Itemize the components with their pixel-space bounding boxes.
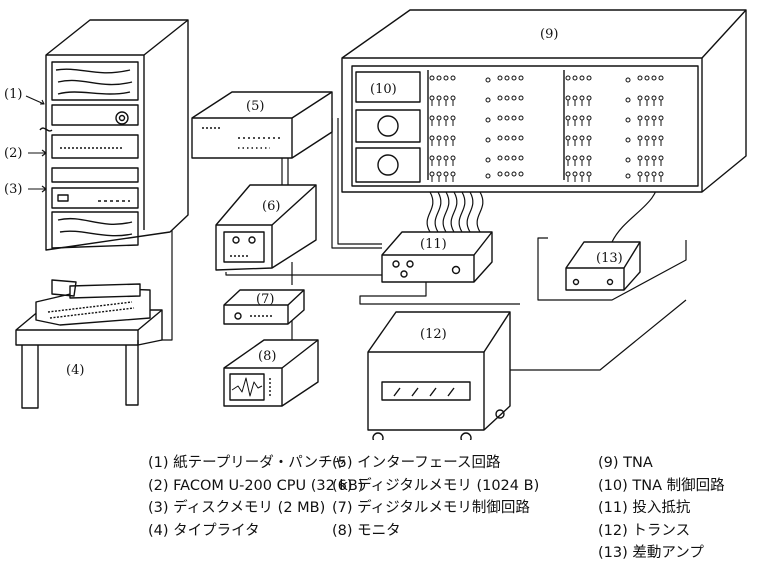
callout-5: (5) xyxy=(246,99,264,114)
legend-item-7: (7) ディジタルメモリ制御回路 xyxy=(332,497,539,520)
callout-4: (4) xyxy=(66,363,84,378)
callout-7: (7) xyxy=(256,292,274,307)
callout-12: (12) xyxy=(420,327,447,342)
digital-memory-box xyxy=(216,185,316,270)
legend-item-12: (12) トランス xyxy=(598,520,725,543)
callout-2: (2) xyxy=(4,146,22,161)
callout-8: (8) xyxy=(258,349,276,364)
differential-amplifier-box xyxy=(566,242,640,290)
legend-item-8: (8) モニタ xyxy=(332,520,539,543)
callout-6: (6) xyxy=(262,199,280,214)
legend-item-6: (6) ディジタルメモリ (1024 B) xyxy=(332,475,539,498)
callout-13: (13) xyxy=(596,251,623,266)
legend-item-10: (10) TNA 制御回路 xyxy=(598,475,725,498)
typewriter-desk xyxy=(16,280,162,408)
callout-10: (10) xyxy=(370,82,397,97)
legend-column-2: (5) インターフェース回路 (6) ディジタルメモリ (1024 B) (7)… xyxy=(332,452,539,542)
computer-cabinet xyxy=(40,20,188,250)
legend-item-13: (13) 差動アンプ xyxy=(598,542,725,565)
legend-item-9: (9) TNA xyxy=(598,452,725,475)
callout-9: (9) xyxy=(540,27,558,42)
callout-11: (11) xyxy=(420,237,447,252)
legend-item-5: (5) インターフェース回路 xyxy=(332,452,539,475)
callout-3: (3) xyxy=(4,182,22,197)
legend-item-11: (11) 投入抵抗 xyxy=(598,497,725,520)
callout-1: (1) xyxy=(4,87,22,102)
legend-column-3: (9) TNA (10) TNA 制御回路 (11) 投入抵抗 (12) トラン… xyxy=(598,452,725,565)
callout-arrows xyxy=(26,96,46,192)
system-diagram: (1) (2) (3) (4) (5) (6) (7) (8) (9) (10)… xyxy=(0,0,760,440)
